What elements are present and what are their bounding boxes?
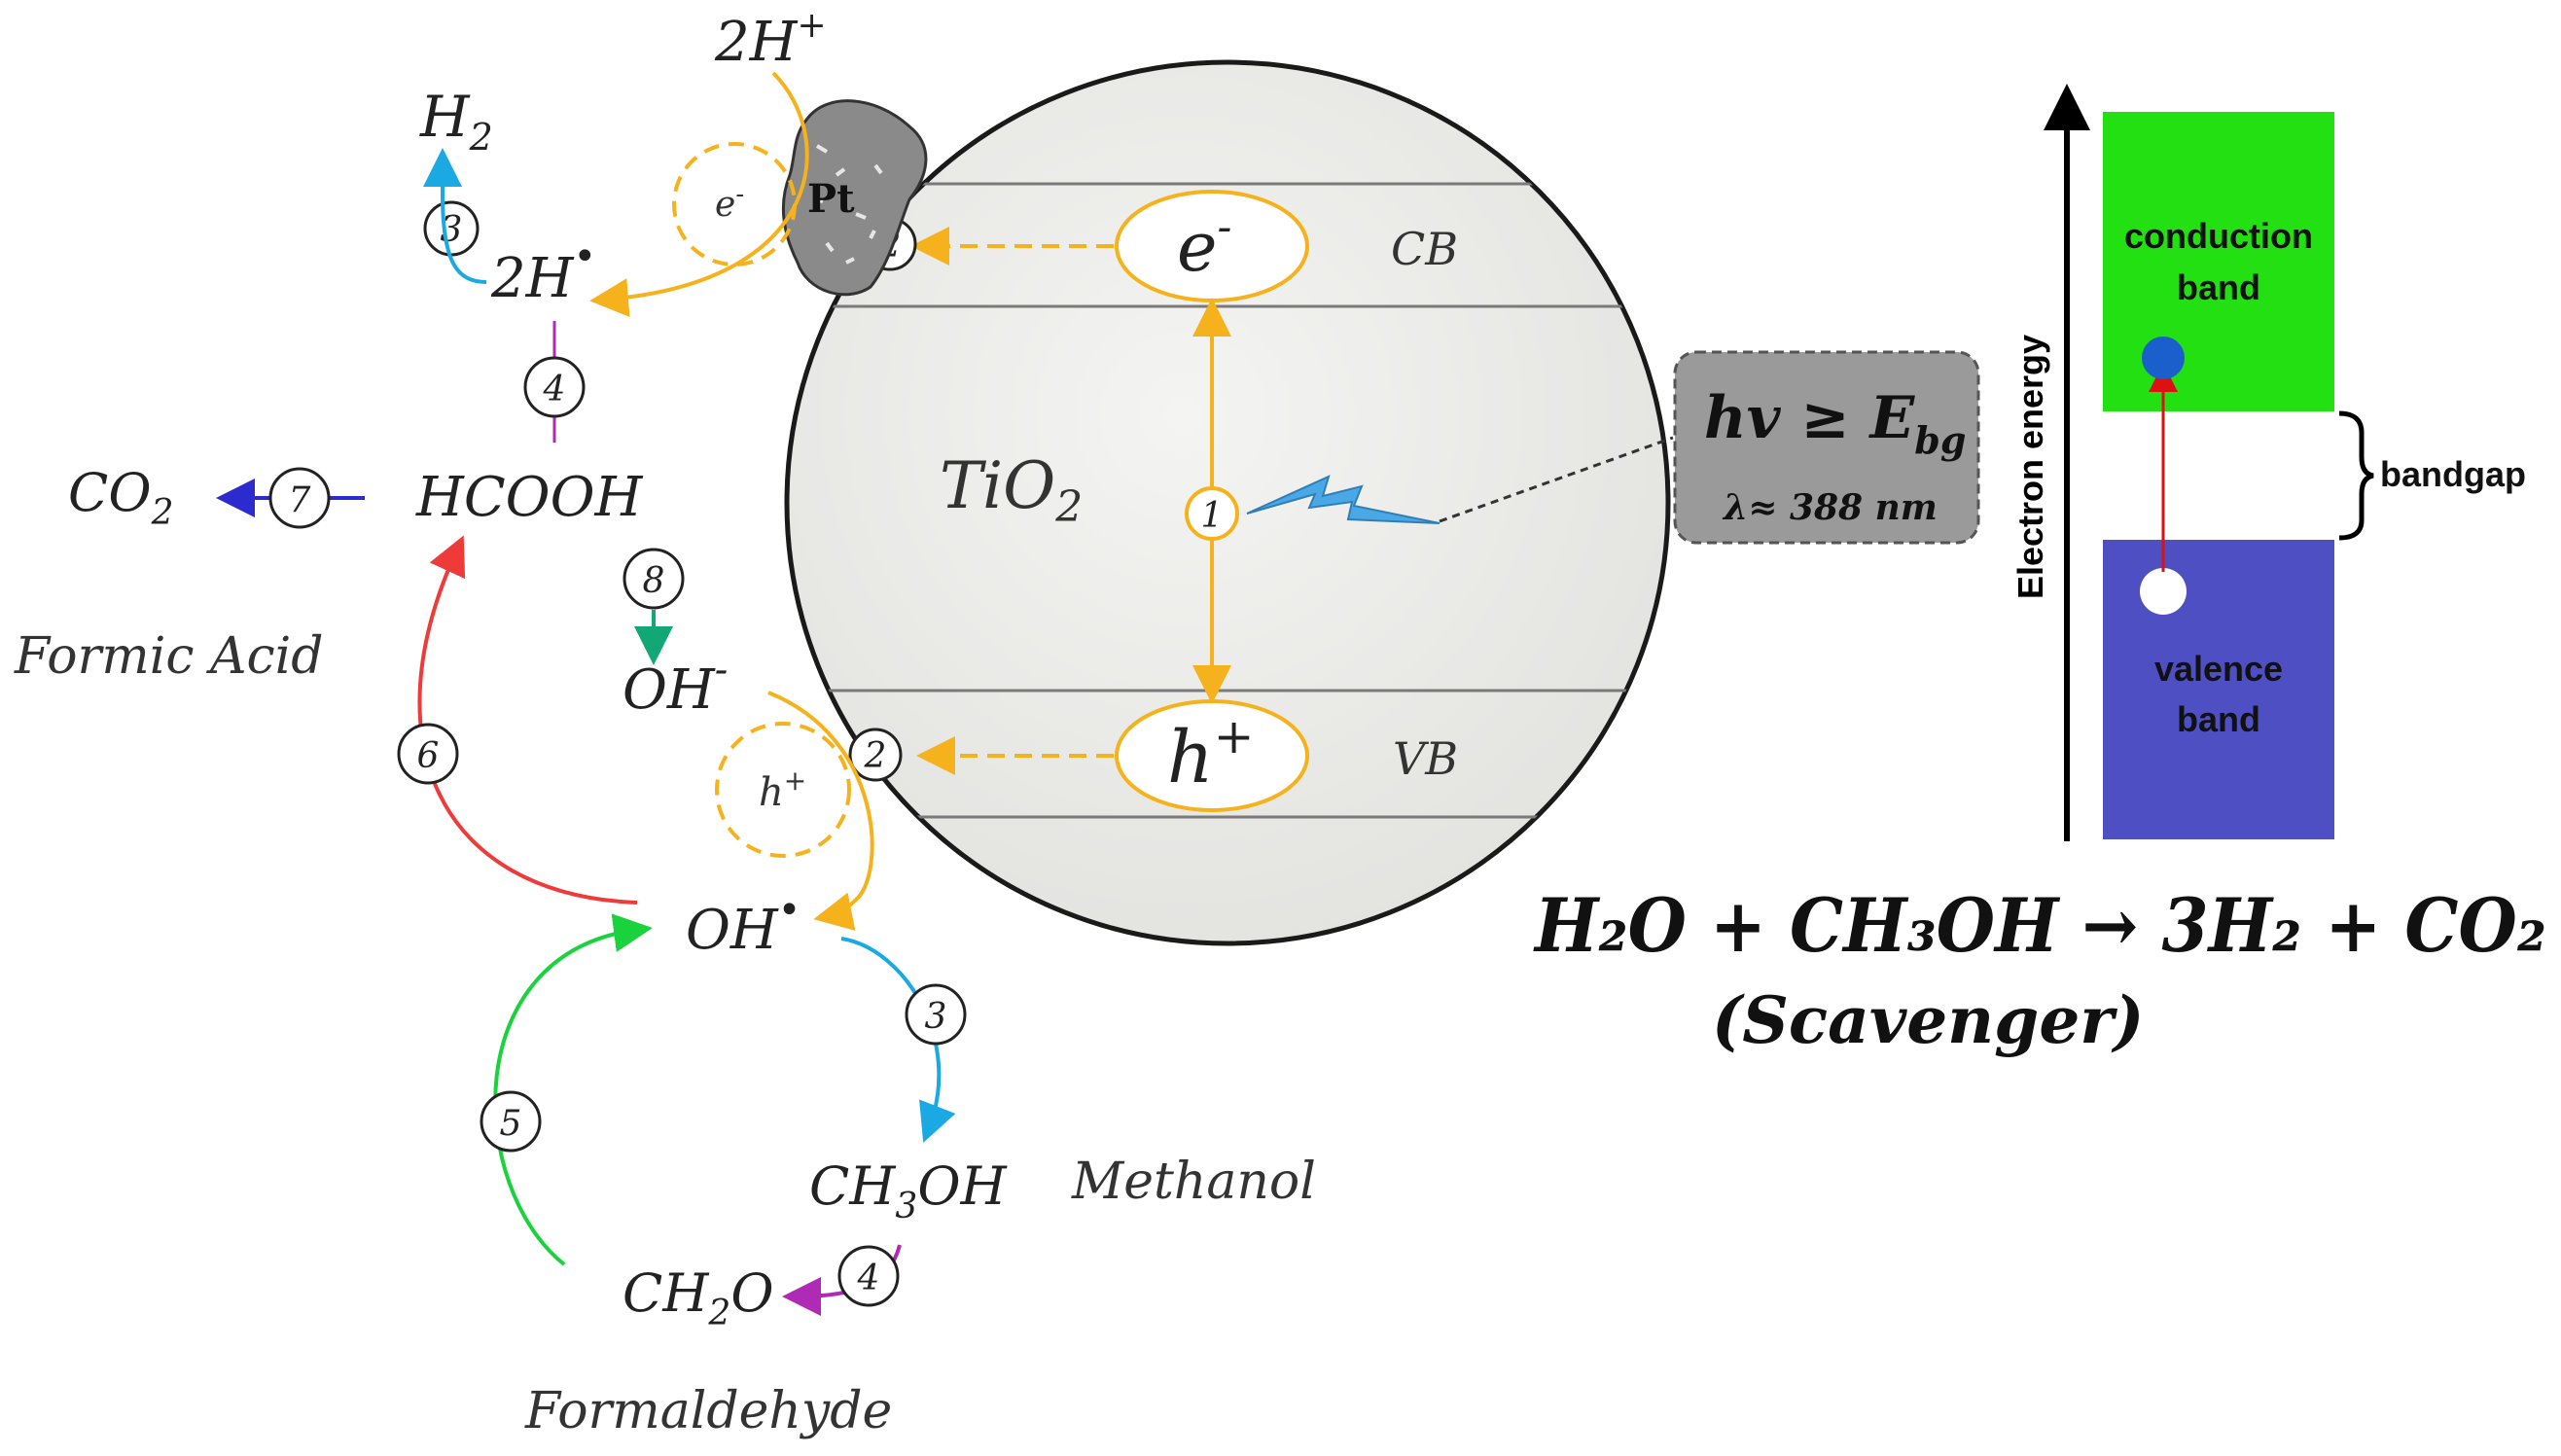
band-diagram: Electron energy conduction band valence … [2010, 84, 2526, 841]
valence-label-2: band [2177, 699, 2260, 739]
wavelength: λ≈ 388 nm [1722, 487, 1938, 528]
vb-label: VB [1393, 732, 1458, 785]
oxidation-pathway: 8 OH- h+ OH• 6 3 CH3OH Methanol 4 [397, 535, 1316, 1440]
conduction-band [2103, 112, 2334, 411]
oh-regeneration-arrow [493, 913, 653, 1266]
bandgap-label: bandgap [2380, 454, 2526, 494]
h2-formation-arrow [423, 148, 487, 284]
h2-label: H2 [419, 84, 493, 159]
conduction-label-2: band [2177, 267, 2260, 307]
step-1-marker [1185, 486, 1239, 541]
step-2b-marker [848, 728, 903, 782]
material-label: TiO2 [940, 448, 1083, 532]
step-5-label: 5 [500, 1104, 522, 1144]
step-8-label: 8 [643, 561, 665, 601]
formic-acid-label: Formic Acid [14, 627, 324, 686]
valence-label-1: valence [2154, 649, 2283, 689]
energy-condition: hv ≥ Ebg [1704, 384, 1966, 462]
energy-axis-label: Electron energy [2010, 335, 2050, 599]
electron-dot [2142, 337, 2185, 379]
hole-site-circle [715, 722, 851, 858]
cb-label: CB [1391, 223, 1458, 275]
methanol-formula: CH3OH [809, 1155, 1008, 1226]
step-4b-label: 4 [857, 1259, 880, 1298]
electron-site-label: e- [715, 180, 744, 225]
conduction-label-1: conduction [2124, 216, 2313, 256]
hcooh-formation-arrow [417, 535, 638, 905]
co2-label: CO2 [68, 462, 174, 533]
equation-note: (Scavenger) [1712, 982, 2144, 1058]
equation-line: H₂O + CH₃OH → 3H₂ + CO₂ [1533, 882, 2546, 969]
pt-texture [814, 144, 883, 265]
step-6-label: 6 [417, 736, 440, 776]
step-4a-marker [523, 356, 586, 418]
tio2-particle: TiO2 CB VB e- h+ 1 2 2 Pt [781, 59, 1671, 946]
step-7-marker [268, 467, 331, 529]
hole-label: h+ [1167, 708, 1255, 799]
step-3b-label: 3 [925, 997, 947, 1037]
light-path [1439, 436, 1674, 523]
h-plus-label: 2H+ [714, 6, 827, 74]
step-6-marker [397, 723, 459, 785]
step-7-label: 7 [289, 480, 311, 520]
oh-radical-label: OH• [686, 888, 800, 962]
step-3b-marker [905, 983, 967, 1046]
reduction-arrow [589, 71, 809, 318]
hole-dot [2140, 568, 2187, 615]
formaldehyde-label: Formaldehyde [524, 1382, 892, 1440]
pt-label: Pt [807, 176, 855, 222]
step-4b-marker [837, 1245, 900, 1307]
h-radical-label: 2H• [490, 234, 596, 310]
overall-equation: H₂O + CH₃OH → 3H₂ + CO₂ (Scavenger) [1533, 882, 2546, 1058]
pt-cocatalyst [781, 99, 928, 297]
bandgap-brace [2338, 410, 2374, 541]
valence-band [2103, 540, 2334, 839]
step-2b-label: 2 [864, 736, 887, 776]
step-4a-label: 4 [543, 370, 566, 409]
step-5-marker [480, 1090, 542, 1153]
hole-site-label: h+ [759, 764, 806, 815]
step-1-label: 1 [1201, 496, 1224, 536]
formaldehyde-formula: CH2O [622, 1262, 774, 1333]
oh-minus-label: OH- [622, 648, 728, 722]
electron-label: e- [1177, 202, 1231, 287]
excitation-box: hv ≥ Ebg λ≈ 388 nm [1439, 350, 1980, 545]
hcooh-label: HCOOH [415, 466, 644, 529]
lightning-icon [1246, 475, 1441, 524]
reduction-pathway: 2H+ H2 2H• e- 3 4 HCOOH CO2 7 Formi [14, 6, 827, 686]
methanol-label: Methanol [1071, 1153, 1316, 1211]
oxidation-arrow [767, 691, 874, 931]
step-8-marker [622, 548, 685, 610]
